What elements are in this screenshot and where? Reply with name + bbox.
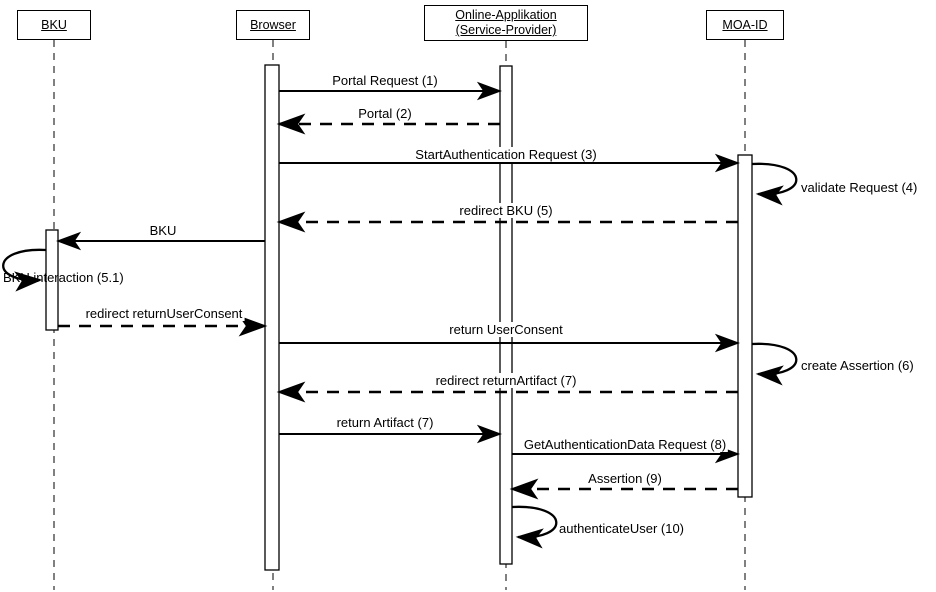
participant-label-bku: BKU <box>41 17 67 32</box>
participant-label-moaid: MOA-ID <box>722 17 768 32</box>
message-label-14: Assertion (9) <box>586 471 664 486</box>
participant-box-bku: BKU <box>17 10 91 40</box>
message-label-9: return UserConsent <box>447 322 565 337</box>
message-label-11: redirect returnArtifact (7) <box>433 373 579 388</box>
activation-bar-bku <box>45 229 59 331</box>
participant-box-moaid: MOA-ID <box>706 10 784 40</box>
self-message-arrow-10 <box>751 342 798 386</box>
message-label-7: BKU interaction (5.1) <box>3 270 124 285</box>
message-label-5: redirect BKU (5) <box>457 203 555 218</box>
message-label-3: StartAuthentication Request (3) <box>413 147 599 162</box>
message-label-13: GetAuthenticationData Request (8) <box>521 437 729 452</box>
participant-label-oa: Online-Applikation (Service-Provider) <box>455 8 557 37</box>
message-label-12: return Artifact (7) <box>334 415 436 430</box>
message-label-4: validate Request (4) <box>801 180 918 195</box>
self-message-arrow-7 <box>2 248 47 292</box>
activation-bar-oa <box>499 65 513 565</box>
activation-bar-moaid <box>737 154 753 498</box>
participant-box-oa: Online-Applikation (Service-Provider) <box>424 5 588 41</box>
message-label-6: BKU <box>147 223 179 238</box>
activation-bar-browser <box>264 64 280 571</box>
participant-label-browser: Browser <box>250 17 296 32</box>
message-label-8: redirect returnUserConsent <box>83 306 245 321</box>
message-label-1: Portal Request (1) <box>330 73 440 88</box>
message-label-2: Portal (2) <box>356 106 414 121</box>
message-arrow-group <box>2 81 798 549</box>
participant-box-browser: Browser <box>236 10 310 40</box>
message-label-10: create Assertion (6) <box>801 358 914 373</box>
activation-bar-group <box>45 64 753 571</box>
self-message-arrow-15 <box>511 505 558 549</box>
message-label-15: authenticateUser (10) <box>559 521 685 536</box>
self-message-arrow-4 <box>751 162 798 206</box>
